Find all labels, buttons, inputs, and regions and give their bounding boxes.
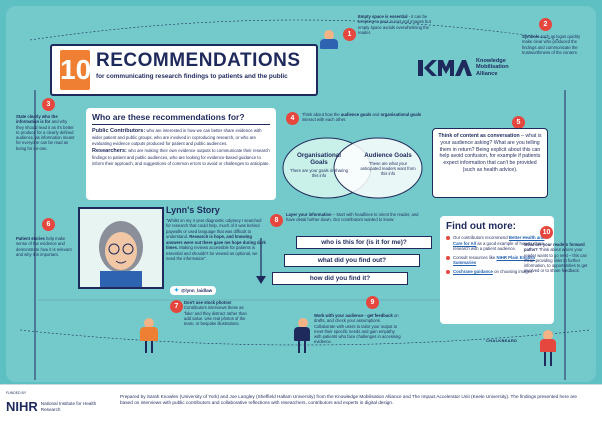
question-who-for: who is this for (is it for me)? [296,236,432,249]
audience-heading: Who are these recommendations for? [92,112,270,125]
tip-4-badge: 4 [286,112,299,125]
lynn-story-title: Lynn's Story [166,205,220,215]
title-number: 10 [60,50,91,90]
tip-6-text: Patient stories help make sense of the e… [16,236,72,257]
resource-item: Consult resources like NIHR Plain Englis… [446,255,548,266]
bullet-icon [446,255,450,260]
tip-7-badge: 7 [170,300,183,313]
artist-signature: CHALKBEARD [486,338,518,343]
tip-4-text: Think about how the audience goals and o… [302,112,422,123]
page-subtitle: for communicating research findings to p… [96,73,288,80]
kma-name-line1: Knowledge [476,58,506,64]
funded-by-label: FUNDED BY [6,391,27,395]
tip-3-text: State clearly who the information is for… [16,114,75,151]
lynn-portrait [78,207,164,289]
organisational-goals-label: Organisational Goals There are your goal… [290,152,348,178]
cochrane-guidance-link[interactable]: Cochrane guidance [453,268,493,274]
better-health-link[interactable]: Better Health and Care for All [453,235,545,246]
kma-name-line2: Mobilisation [476,64,509,71]
audience-section: Who are these recommendations for? Publi… [86,108,276,200]
kma-logo: Knowledge Mobilisation Alliance [418,58,509,77]
bullet-icon [446,269,450,274]
lynn-story-quote: "Whilst on my 4 year diagnostic odyssey … [166,218,266,262]
kma-logo-mark-icon [418,59,472,76]
tip-6-badge: 6 [42,218,55,231]
tip-9-badge: 9 [366,296,379,309]
lynn-twitter-handle[interactable]: ✦ @lynn_laidlaw [170,286,217,295]
footer: FUNDED BY NIHR National Institute for He… [0,384,602,426]
tip-1-badge: 1 [343,28,356,41]
find-out-more-heading: Find out more: [446,221,516,232]
tip-8-badge: 8 [270,214,283,227]
questions-arrow-icon [256,238,266,284]
title-banner: 10 RECOMMENDATIONS for communicating res… [50,44,318,96]
nihr-summaries-link[interactable]: NIHR Plain English Summaries [453,254,536,266]
tip-5-badge: 5 [512,116,525,129]
bullet-icon [446,236,450,240]
tip-2-text: Symbols such as logos quickly make clear… [522,34,581,55]
question-what-found: what did you find out? [284,254,420,267]
twitter-icon: ✦ [174,288,180,294]
tip-3-badge: 3 [42,98,55,111]
lynn-face-illustration [99,221,143,287]
resource-item: Our contributors recommend Better Health… [446,235,548,252]
venn-circles [282,137,423,199]
researchers-paragraph: Researchers: who are making their own ev… [92,148,270,167]
lynn-story: Lynn's Story "Whilst on my 4 year diagno… [166,205,266,305]
tip-9-text: Work with your audience - get feedback o… [314,313,401,345]
tip-10-badge: 10 [540,226,553,239]
tip-10-text: What are your readers forward paths? Thi… [524,242,588,274]
question-how-found: how did you find it? [272,272,408,285]
nihr-logo: NIHR National Institute for Health Resea… [6,399,97,414]
footer-credits: Prepared by Sarah Knowles (University of… [120,394,578,406]
goals-venn-diagram: Organisational Goals There are your goal… [280,136,425,201]
find-out-more-section: Find out more: Our contributors recommen… [440,216,554,324]
resource-item: Cochrane guidance on choosing images [446,269,548,275]
tip-7-text: Don't use stock photos! Contributors int… [184,300,247,326]
tip-8-text: Layer your information – Start with head… [286,212,419,223]
page-title: RECOMMENDATIONS [96,50,301,71]
tip-2-badge: 2 [539,18,552,31]
kma-name-line3: Alliance [476,70,498,77]
tip-1-text: Empty space is essential - it can be tem… [358,14,431,35]
tip-5-card: Think of content as conversation – what … [432,128,548,198]
public-contributors-paragraph: Public Contributors: who are interested … [92,128,262,146]
audience-goals-label: Audience Goals These are what your antic… [360,152,416,176]
